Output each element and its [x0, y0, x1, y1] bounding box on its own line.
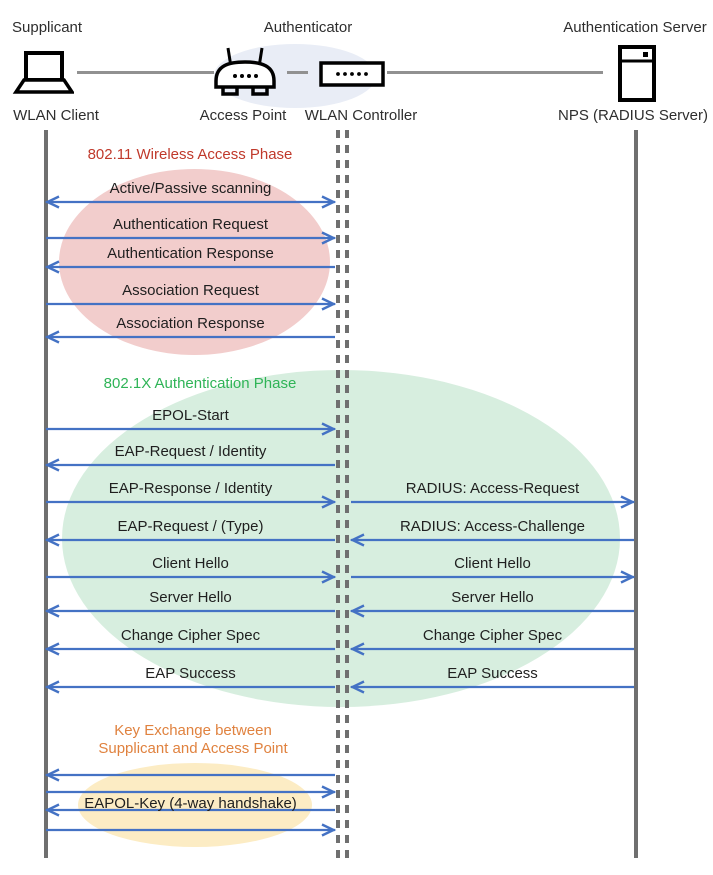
message-arrow-authentication-request-right — [46, 231, 337, 245]
message-arrow-eapol-key-right — [46, 823, 337, 837]
wlan-controller-icon — [319, 61, 385, 87]
message-arrow-eap-success-left — [349, 680, 634, 694]
message-label-eap-request-type: EAP-Request / (Type) — [117, 518, 264, 535]
message-arrow-authentication-response-left — [44, 260, 335, 274]
message-arrow-radius-access-challenge-left — [349, 533, 634, 547]
phase3-ellipse — [78, 763, 312, 847]
message-label-eapol-key-4-way-handshake: EAPOL-Key (4-way handshake) — [84, 795, 297, 812]
message-arrow-eapol-key-left — [44, 768, 335, 782]
message-arrow-client-hello-right — [351, 570, 636, 584]
role-label-authenticator: Authenticator — [263, 19, 353, 36]
message-arrow-change-cipher-spec-left — [349, 642, 634, 656]
message-label-eap-success: EAP Success — [145, 665, 236, 682]
phase1-ellipse — [59, 169, 330, 355]
message-arrow-server-hello-left — [44, 604, 335, 618]
message-label-active-passive-scanning: Active/Passive scanning — [109, 180, 272, 197]
supplicant-lifeline — [44, 130, 48, 858]
connector-ap-controller — [287, 71, 308, 74]
server-lifeline — [634, 130, 638, 858]
message-arrow-eap-response-identity-right — [46, 495, 337, 509]
message-arrow-association-response-left — [44, 330, 335, 344]
role-label-supplicant: Supplicant — [12, 19, 83, 36]
message-arrow-radius-access-request-right — [351, 495, 636, 509]
message-label-association-request: Association Request — [122, 282, 259, 299]
message-arrow-server-hello-left — [349, 604, 634, 618]
message-arrow-eapol-key-right — [46, 785, 337, 799]
message-arrow-active-passive-scanning-both — [44, 195, 337, 209]
laptop-icon — [12, 51, 74, 94]
message-label-eap-response-identity: EAP-Response / Identity — [108, 480, 273, 497]
message-label-server-hello: Server Hello — [149, 589, 232, 606]
phase2-ellipse — [62, 370, 620, 707]
role-label-authentication-server: Authentication Server — [563, 19, 707, 36]
server-icon — [618, 45, 656, 102]
message-arrow-epol-start-right — [46, 422, 337, 436]
device-label-nps-radius-server: NPS (RADIUS Server) — [557, 107, 709, 124]
message-arrow-eap-request-identity-left — [44, 458, 335, 472]
message-label-association-response: Association Response — [116, 315, 265, 332]
phase3-title: Key Exchange between Supplicant and Acce… — [98, 722, 288, 757]
message-arrow-eapol-key-4-way-handshake-left — [44, 803, 335, 817]
message-arrow-association-request-right — [46, 297, 337, 311]
message-label-epol-start: EPOL-Start — [152, 407, 229, 424]
connector-controller-server — [387, 71, 603, 74]
device-label-access-point: Access Point — [199, 107, 287, 124]
message-arrow-change-cipher-spec-left — [44, 642, 335, 656]
message-arrow-eap-success-left — [44, 680, 335, 694]
message-label-client-hello: Client Hello — [152, 555, 229, 572]
message-arrow-eap-request-type-left — [44, 533, 335, 547]
message-label-eap-request-identity: EAP-Request / Identity — [114, 443, 267, 460]
message-label-change-cipher-spec: Change Cipher Spec — [120, 627, 261, 644]
connector-client-ap — [77, 71, 214, 74]
message-label-change-cipher-spec: Change Cipher Spec — [422, 627, 563, 644]
message-label-authentication-request: Authentication Request — [112, 216, 269, 233]
message-label-client-hello: Client Hello — [454, 555, 531, 572]
message-label-eap-success: EAP Success — [447, 665, 538, 682]
access-point-icon — [214, 47, 276, 96]
message-arrow-client-hello-right — [46, 570, 337, 584]
authenticator-lifeline-left — [336, 130, 340, 858]
message-label-radius-access-request: RADIUS: Access-Request — [405, 480, 580, 497]
device-label-wlan-controller: WLAN Controller — [304, 107, 418, 124]
message-label-radius-access-challenge: RADIUS: Access-Challenge — [399, 518, 586, 535]
authenticator-lifeline-right — [345, 130, 349, 858]
message-label-authentication-response: Authentication Response — [107, 245, 274, 262]
phase2-title: 802.1X Authentication Phase — [103, 375, 297, 392]
device-label-wlan-client: WLAN Client — [13, 107, 99, 124]
phase1-title: 802.11 Wireless Access Phase — [87, 146, 293, 163]
message-label-server-hello: Server Hello — [451, 589, 534, 606]
